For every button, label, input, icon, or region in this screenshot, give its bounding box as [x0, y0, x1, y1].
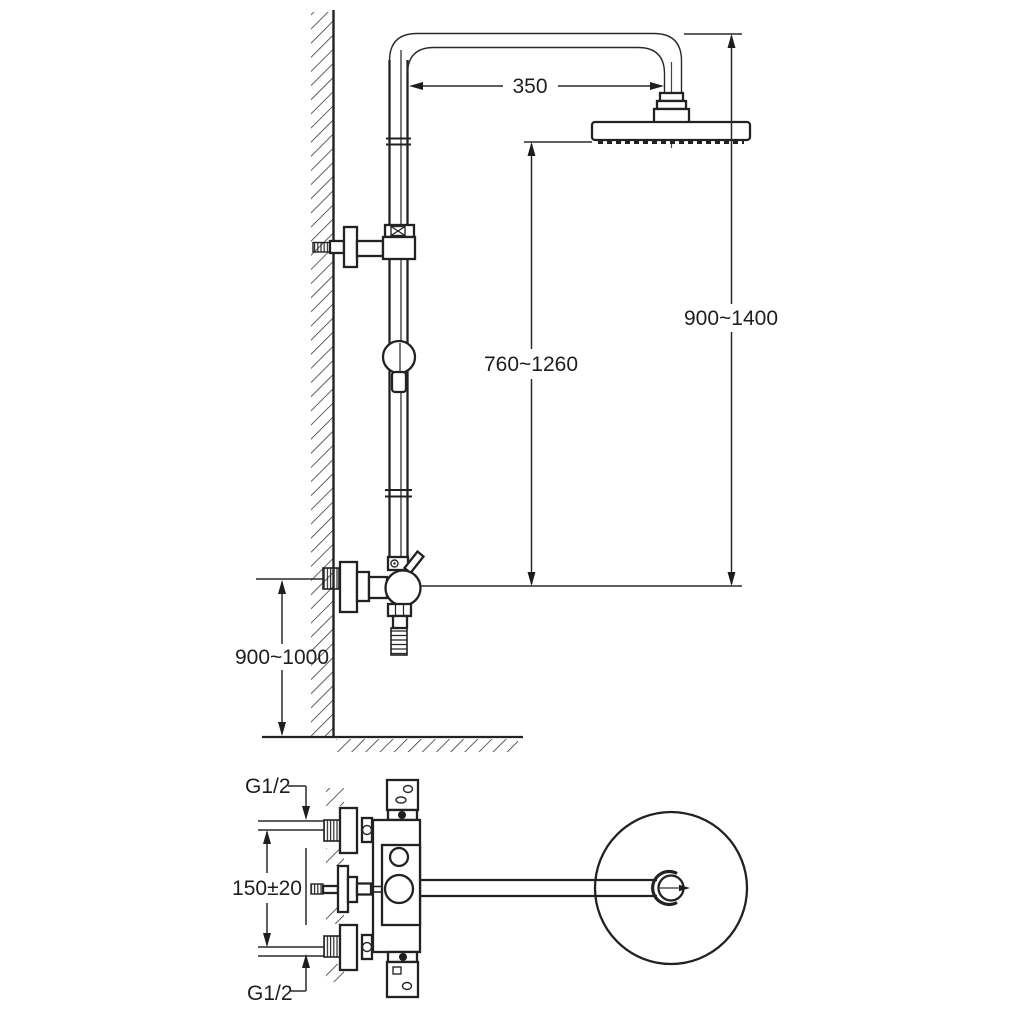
port-connector [360, 933, 374, 961]
wall-section [311, 10, 335, 737]
holder-knob [381, 339, 417, 375]
thread-label-top: G1/2 [245, 775, 291, 798]
floor-hatch [336, 739, 518, 752]
valve-body-side [380, 843, 422, 927]
wall-bracket-upper [312, 223, 417, 269]
dim-valve-height: 900~1000 [235, 580, 329, 736]
bracket-hole [402, 784, 414, 794]
head-disc [590, 120, 752, 142]
shower-head-plan [420, 810, 749, 966]
valve-wall-flange [338, 560, 359, 614]
shower-arm [388, 32, 683, 95]
plate-bracket-top [385, 778, 420, 812]
riser-pipe [388, 50, 409, 557]
wall-hatch [311, 12, 333, 737]
port-connector-hole [361, 941, 373, 953]
body-top-circle [388, 846, 410, 868]
port-connector-hole [361, 824, 373, 836]
head-coupling-nut [658, 91, 685, 103]
slider-cap-cross [390, 225, 406, 237]
wall-hatch [326, 788, 344, 806]
pipe-joint-upper [386, 137, 411, 146]
bracket-slot [395, 796, 407, 804]
hand-shower-holder [381, 339, 417, 394]
dim-label-connection-spacing: 150±20 [232, 877, 302, 900]
body-ring [383, 873, 415, 905]
overhead-shower-head [590, 62, 752, 148]
arrow-down [278, 722, 286, 736]
port-connector [360, 816, 374, 844]
bracket-hole [401, 981, 413, 991]
dim-arm-length: 350 [409, 75, 664, 98]
arm-inner-edge [406, 46, 666, 95]
arrow-up [263, 830, 271, 844]
slider-block [381, 235, 417, 261]
valve-connector-step2 [367, 575, 389, 600]
dim-label-valve-height: 900~1000 [235, 646, 329, 669]
fixing-dot [398, 811, 406, 819]
screw-shaft [321, 884, 340, 895]
valve-inlet-thread [322, 567, 340, 590]
middle-step1 [346, 875, 359, 904]
port-thread [323, 935, 341, 958]
bracket-wall-flange [342, 225, 359, 269]
shower-hose [390, 627, 408, 656]
screw-thread [310, 883, 324, 895]
front-view: 350 900~1400 760~1260 900~1000 [235, 10, 778, 752]
arrow-up [527, 142, 536, 156]
dim-head-to-outlet: 760~1260 [484, 142, 578, 586]
inlet-port-bottom [323, 923, 374, 972]
dim-overall-height: 900~1400 [684, 34, 778, 586]
bracket-screw-thread [312, 241, 331, 253]
port-thread [323, 819, 341, 842]
outlet-pipe [391, 614, 409, 630]
middle-fixing-screw [310, 864, 382, 914]
arrow-up [278, 580, 286, 594]
arrow-down [527, 572, 536, 586]
bracket-slot [392, 966, 402, 975]
extension-lines-front [256, 33, 742, 587]
middle-step2 [355, 882, 373, 896]
dim-label-head-to-outlet: 760~1260 [484, 353, 578, 376]
hand-shower-hook [390, 370, 408, 394]
plate-bracket-bottom [385, 960, 420, 999]
arrow-up [302, 954, 310, 968]
head-coupling-nut [655, 99, 688, 111]
valve-body [384, 569, 422, 607]
arrow-up [727, 34, 736, 48]
label-thread-top: G1/2 [245, 775, 310, 925]
port-flange [338, 806, 359, 855]
slider-cap-screw [390, 225, 406, 237]
dim-label-arm-length: 350 [512, 75, 547, 98]
inlet-port-top [323, 806, 374, 855]
arm-outer-edge [388, 32, 683, 95]
arrow-right [650, 82, 664, 90]
port-flange [338, 923, 359, 972]
connection-detail-view: G1/2 G1/2 150±20 [232, 775, 749, 1005]
dim-connection-spacing: 150±20 [232, 830, 302, 947]
bracket-arm [355, 239, 385, 258]
fixing-dot [399, 953, 407, 961]
valve-top-detail [390, 559, 399, 568]
arrow-left [409, 82, 423, 90]
label-thread-bottom: G1/2 [247, 954, 310, 1005]
valve-connector-step1 [355, 570, 371, 603]
middle-flange [336, 864, 350, 914]
bracket-screw-shaft [328, 239, 346, 255]
arrow-down [263, 933, 271, 947]
dim-label-overall-height: 900~1400 [684, 307, 778, 330]
floor-section [262, 735, 523, 752]
arrow-down [302, 806, 310, 820]
arrow-down [727, 572, 736, 586]
valve-top-detail-dot [393, 562, 396, 565]
arm-center-arrow [679, 884, 690, 892]
extension-lines-detail [258, 820, 325, 957]
mixer-valve [322, 549, 426, 656]
thread-label-bottom: G1/2 [247, 982, 293, 1005]
arm-joint-collar [651, 869, 678, 907]
outlet-hex-nut [386, 602, 413, 618]
pipe-joint-lower [385, 489, 412, 498]
